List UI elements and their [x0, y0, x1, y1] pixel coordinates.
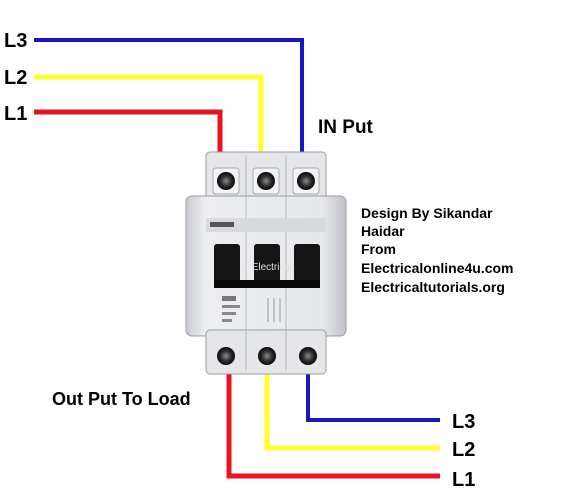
- credit-line: Electricalonline4u.com: [361, 260, 514, 276]
- screw-icon: [217, 172, 235, 190]
- input-wire-l2: [34, 74, 264, 158]
- output-label-l2: L2: [452, 439, 475, 461]
- output-section-label: Out Put To Load: [52, 389, 191, 409]
- bottom-screws: [217, 347, 317, 365]
- screw-icon: [257, 172, 275, 190]
- input-label-l3: L3: [4, 30, 27, 52]
- output-label-l1: L1: [452, 469, 475, 491]
- top-screws: [212, 167, 320, 195]
- handle-watermark: E-Electrical: [242, 262, 293, 273]
- credit-line: Design By Sikandar: [361, 205, 493, 221]
- credit-line: Haidar: [361, 223, 405, 239]
- output-wire-l1: [226, 365, 440, 479]
- input-wire-l3: [34, 38, 304, 158]
- input-section-label: IN Put: [318, 117, 374, 138]
- screw-icon: [297, 172, 315, 190]
- output-wire-l3: [306, 365, 440, 422]
- breaker-label-strip: [206, 218, 326, 232]
- credits-block: Design By Sikandar Haidar From Electrica…: [361, 205, 514, 295]
- output-wire-l2: [264, 365, 440, 451]
- handle-tie-bar: [214, 280, 320, 288]
- circuit-breaker: E-Electrical: [185, 151, 347, 375]
- breaker-rating-area: [222, 296, 281, 322]
- output-label-l3: L3: [452, 411, 475, 433]
- breaker-handles[interactable]: [214, 244, 320, 288]
- input-label-l2: L2: [4, 67, 27, 89]
- credit-line: From: [361, 241, 396, 257]
- handle-l2[interactable]: [254, 244, 280, 288]
- handle-l3[interactable]: [294, 244, 320, 288]
- input-wire-l1: [34, 109, 223, 158]
- screw-icon: [258, 347, 276, 365]
- output-wires: [226, 365, 440, 479]
- screw-icon: [217, 347, 235, 365]
- screw-icon: [299, 347, 317, 365]
- handle-l1[interactable]: [214, 244, 240, 288]
- input-wires: [34, 38, 304, 158]
- credit-line: Electricaltutorials.org: [361, 279, 505, 295]
- input-label-l1: L1: [4, 103, 27, 125]
